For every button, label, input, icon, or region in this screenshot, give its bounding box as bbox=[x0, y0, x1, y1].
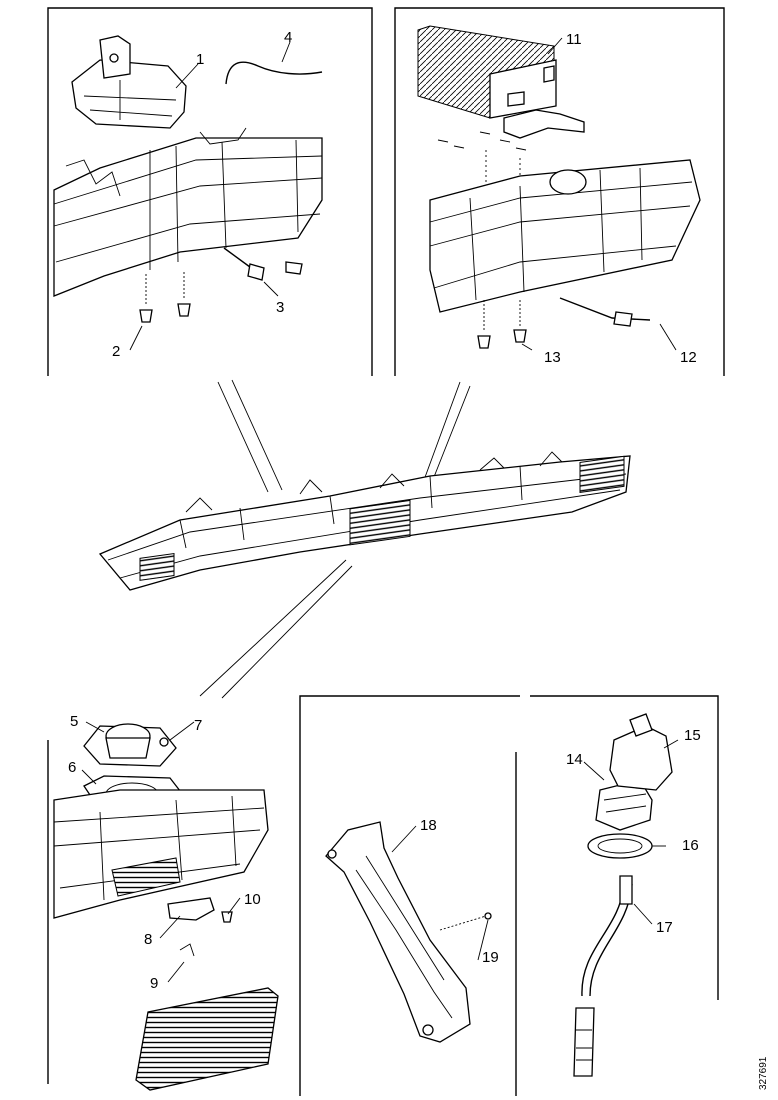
callout-18: 18 bbox=[420, 817, 437, 834]
screw-2b bbox=[177, 272, 191, 317]
harness-12 bbox=[559, 297, 651, 327]
callout-6: 6 bbox=[68, 759, 76, 776]
mount-dashes bbox=[437, 131, 527, 192]
cable-4 bbox=[225, 61, 323, 85]
callout-19: 19 bbox=[482, 949, 499, 966]
ring-16 bbox=[587, 833, 653, 859]
bracket-8 bbox=[167, 897, 215, 921]
callout-11: 11 bbox=[566, 31, 582, 48]
callout-2: 2 bbox=[112, 343, 120, 360]
frame-rail-bottom-left bbox=[53, 789, 269, 919]
screw-13 bbox=[477, 300, 527, 349]
frame-rail-top-right bbox=[429, 159, 701, 313]
callout-leaders bbox=[81, 37, 679, 983]
frame-rail-top-left bbox=[53, 127, 323, 297]
panel-bottom-middle bbox=[299, 695, 520, 1096]
clip-7 bbox=[159, 737, 169, 747]
callout-17: 17 bbox=[656, 919, 673, 936]
callout-4: 4 bbox=[284, 29, 292, 46]
callout-3: 3 bbox=[276, 299, 284, 316]
bracket-module-1 bbox=[71, 35, 187, 129]
panel-top-right bbox=[394, 7, 725, 376]
clip-9 bbox=[179, 943, 195, 957]
callout-14: 14 bbox=[566, 751, 583, 768]
pillar-trim-18 bbox=[325, 821, 471, 1043]
reference-number: 327691 bbox=[758, 1056, 769, 1090]
connector-3 bbox=[223, 247, 303, 281]
callout-8: 8 bbox=[144, 931, 152, 948]
callout-1: 1 bbox=[196, 51, 204, 68]
callout-15: 15 bbox=[684, 727, 701, 744]
detail-leader-lines bbox=[199, 379, 471, 699]
hose-17 bbox=[573, 875, 633, 1077]
callout-10: 10 bbox=[244, 891, 261, 908]
panel-bottom-right-frame bbox=[515, 695, 719, 1096]
screw-10 bbox=[221, 911, 233, 923]
clip-19 bbox=[439, 912, 492, 931]
callout-7: 7 bbox=[194, 717, 202, 734]
callout-5: 5 bbox=[70, 713, 78, 730]
main-dashboard-assembly bbox=[98, 451, 631, 591]
panel-top-left bbox=[47, 7, 373, 376]
speaker-5 bbox=[83, 723, 177, 767]
sensor-15 bbox=[609, 713, 673, 791]
control-unit-11 bbox=[417, 25, 585, 139]
callout-12: 12 bbox=[680, 349, 697, 366]
callout-13: 13 bbox=[544, 349, 561, 366]
callout-9: 9 bbox=[150, 975, 158, 992]
callout-16: 16 bbox=[682, 837, 699, 854]
grille-cover bbox=[135, 987, 279, 1091]
screw-2 bbox=[139, 274, 153, 323]
